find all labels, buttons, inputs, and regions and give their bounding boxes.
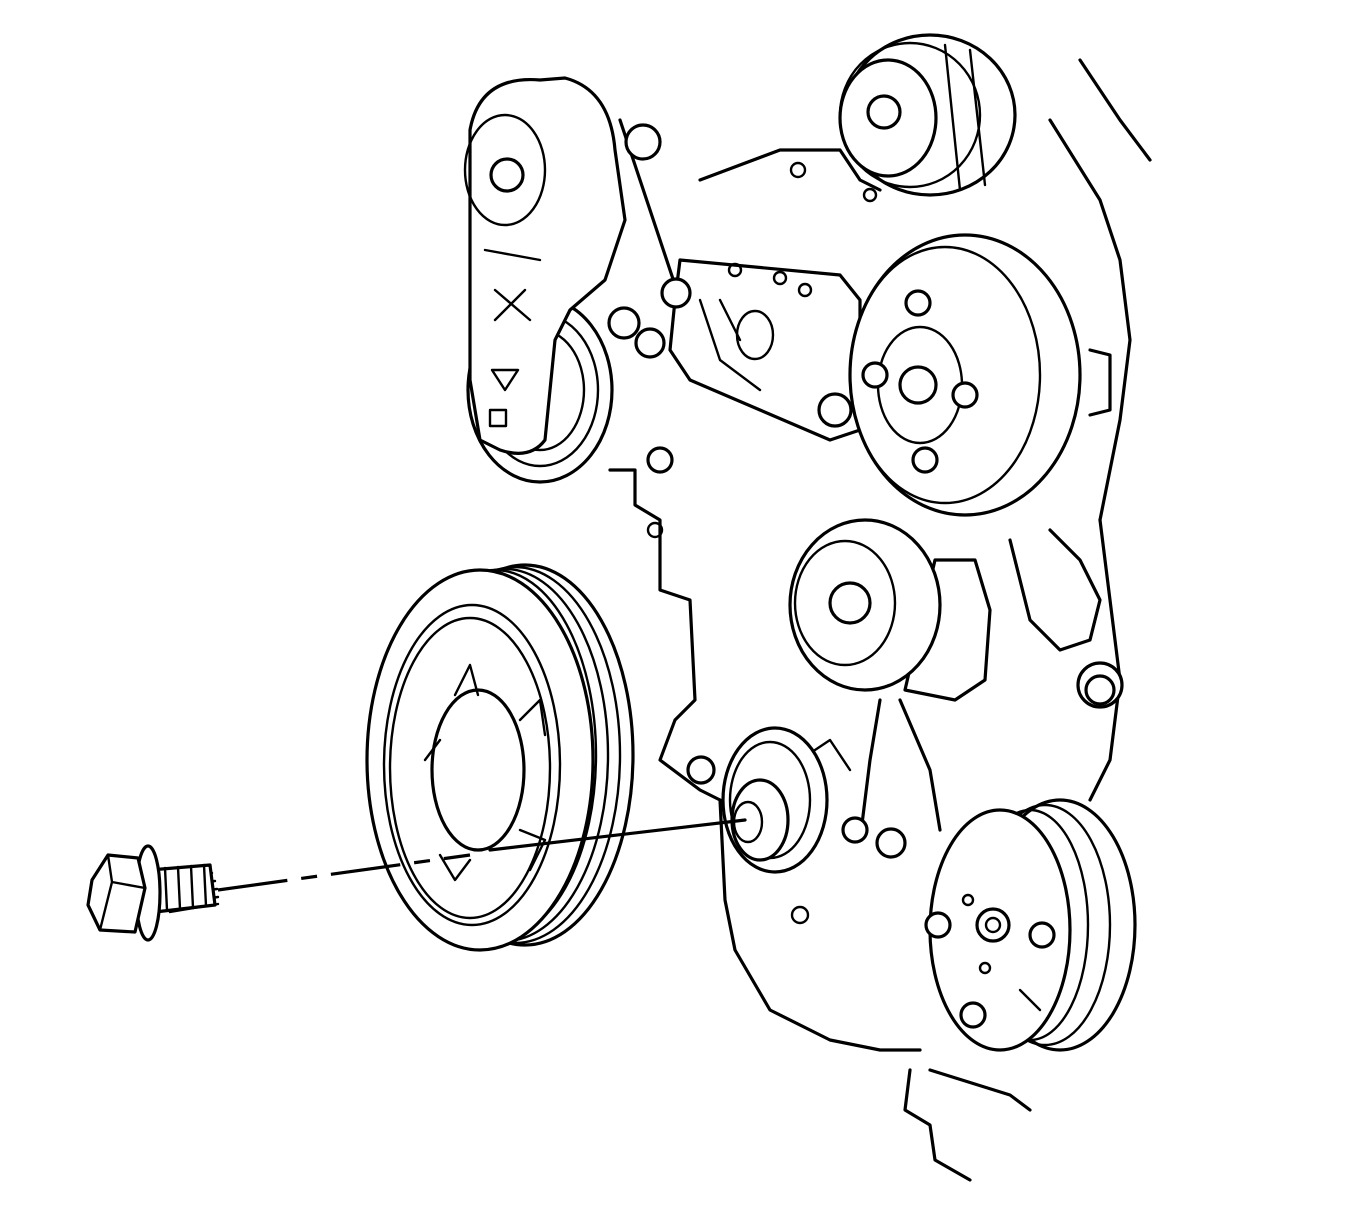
ac-compressor-clutch-pulley [875,661,1137,1052]
crankshaft-balancer-pulley [365,563,635,952]
assembly-centerline [217,818,747,892]
idler-pulley-lower [788,518,992,702]
balancer-bolt [86,844,220,942]
belt-tensioner [463,76,662,484]
water-pump-pulley [848,233,1082,517]
idler-pulley-upper [838,33,1017,197]
crankshaft-nose [686,726,869,874]
mounting-bracket [634,258,862,474]
